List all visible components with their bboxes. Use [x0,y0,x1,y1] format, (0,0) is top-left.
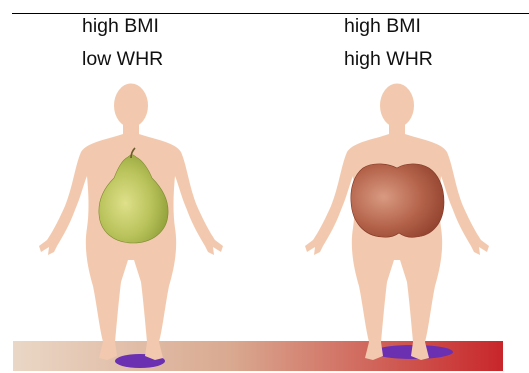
apple-icon [351,164,444,237]
